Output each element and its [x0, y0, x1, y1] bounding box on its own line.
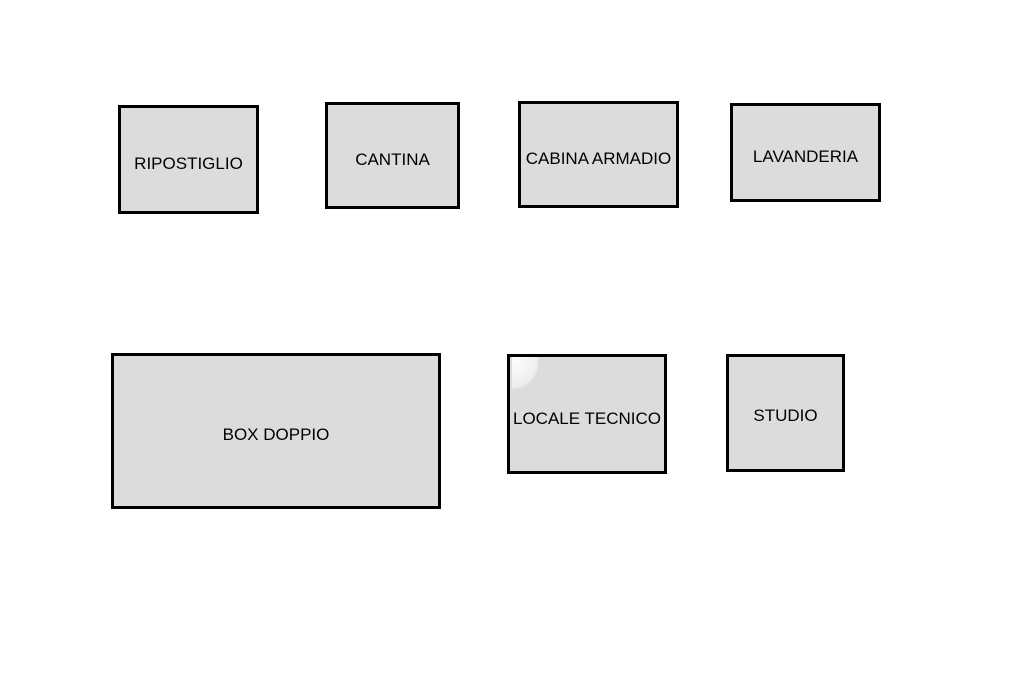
room-label-studio: STUDIO [753, 406, 818, 425]
room-box-doppio: BOX DOPPIO [111, 353, 441, 509]
room-label-cabina-armadio: CABINA ARMADIO [525, 148, 672, 168]
room-label-cantina: CANTINA [355, 149, 430, 169]
room-label-box-doppio: BOX DOPPIO [222, 425, 330, 444]
room-lavanderia: LAVANDERIA [730, 103, 881, 202]
room-cantina: CANTINA [325, 102, 460, 209]
room-cabina-armadio: CABINA ARMADIO [518, 101, 679, 208]
room-label-locale-tecnico: LOCALE TECNICO [512, 409, 661, 428]
room-label-lavanderia: LAVANDERIA [752, 146, 859, 166]
room-ripostiglio: RIPOSTIGLIO [118, 105, 259, 214]
room-locale-tecnico: LOCALE TECNICO [507, 354, 667, 474]
room-label-ripostiglio: RIPOSTIGLIO [134, 153, 243, 173]
room-studio: STUDIO [726, 354, 845, 472]
